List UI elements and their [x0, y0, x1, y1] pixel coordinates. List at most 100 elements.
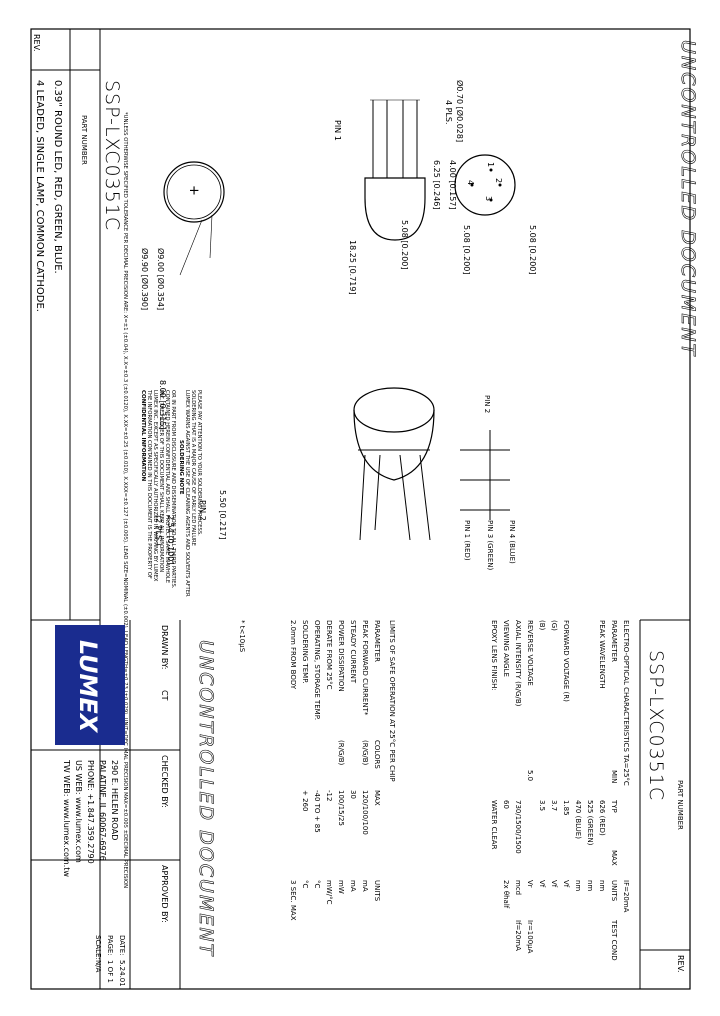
limits-cell-2-2: 100/15/25: [337, 790, 345, 826]
electro-cell-6-5: Ir=100μA: [526, 920, 534, 954]
schematic-pin-1: PIN 1 (RED): [463, 520, 471, 561]
electro-cell-6-4: Vr: [526, 880, 534, 888]
electro-cell-2-4: nm: [574, 880, 582, 891]
limits-cell-6-0: 2.0mm FROM BODY: [289, 620, 297, 690]
electro-cell-9-0: EPOXY LENS FINISH:: [490, 620, 498, 691]
limits-cell-6-3: 3 SEC. MAX: [289, 880, 297, 921]
electro-cell-5-4: Vf: [538, 880, 546, 888]
dim-5-50: 5.50 [0.217]: [218, 490, 227, 540]
limits-header-0: PARAMETER: [373, 620, 381, 662]
limits-title: LIMITS OF SAFE OPERATION AT 25°C PER CHI…: [388, 620, 396, 782]
isometric-led-drawing: 8.00 [0.315] 2.54 [0.100] (2 PLS.) PIN 2…: [154, 380, 435, 565]
dim-5-08-side: 5.08 [0.200]: [400, 220, 409, 270]
description-line-1: 0.39" ROUND LED, RED, GREEN, BLUE.: [52, 80, 63, 274]
address-line-4: US WEB: www.lumex.com: [74, 760, 83, 863]
electro-rows: PARAMETER MIN TYP MAX UNITS TEST COND PEAK WAV…: [490, 620, 618, 961]
limits-cell-4-2: -40 TO + 85: [313, 790, 321, 833]
limits-cell-2-3: mW: [337, 880, 345, 894]
dim-lead-diameter: Ø0.70 [Ø0.028]: [455, 80, 465, 142]
electro-header-0: PARAMETER: [610, 620, 618, 662]
sheet-border: [30, 28, 691, 990]
electro-condition: IF=20mA: [622, 880, 630, 913]
right-part-block: PART NUMBER SSP-LXC0351C REV.: [639, 619, 690, 989]
electro-cell-6-1: 5.0: [526, 770, 534, 781]
pin-1-label: PIN 1: [333, 120, 342, 141]
electro-cell-9-2: WATER CLEAR: [490, 800, 498, 850]
scale-value: N/A: [94, 960, 102, 973]
address-line-2: PALATINE, IL 60067-6976: [98, 760, 107, 861]
pin-number-4: 4: [466, 180, 475, 185]
electro-cell-8-0: VIEWING ANGLE: [502, 620, 510, 677]
electro-cell-4-4: Vf: [550, 880, 558, 888]
limits-cell-3-0: DERATE FROM 25°C: [325, 620, 333, 690]
limits-cell-3-3: mW/°C: [325, 880, 333, 905]
dim-lead-count: 4 PLS.: [444, 100, 453, 125]
address-line-1: 290 E. HELEN ROAD: [110, 760, 119, 840]
electro-cell-4-2: 3.7: [550, 800, 558, 811]
limits-cell-5-3: °C: [301, 880, 309, 889]
scale-label: SCALE:: [94, 935, 102, 960]
soldering-title: SOLDERING NOTE: [178, 440, 184, 495]
limits-cell-3-2: -12: [325, 790, 333, 801]
limits-cell-4-0: OPERATING, STORAGE TEMP.: [313, 620, 321, 720]
dim-18-25: 18.25 [0.719]: [348, 240, 357, 295]
electro-header-3: MAX: [610, 850, 618, 866]
soldering-line-2: SOLDERING THAT IS A MAJOR CAUSE OF EARLY…: [190, 390, 196, 546]
schematic-pin-3: PIN 3 (GREEN): [486, 520, 494, 571]
limits-cell-5-0: SOLDERING TEMP.: [301, 620, 309, 684]
right-rev-label: REV.: [676, 955, 685, 973]
confidential-line-3: INC. THE HOLDER OF THIS DOCUMENT SHALL K…: [158, 390, 164, 572]
soldering-line-1: LUMEX WARNS AGAINST THE USE OF CLEANING …: [184, 390, 190, 597]
dim-8-00: 8.00 [0.315]: [158, 380, 167, 430]
description-line-2: 4 LEADED, SINGLE LAMP, COMMON CATHODE.: [34, 80, 45, 312]
logo-text: LUMEX: [74, 640, 102, 734]
confidential-line-2: LUMEX INC. EXCEPT AS SPECIFICALLY AUTHOR…: [152, 390, 158, 582]
confidential-title: CONFIDENTIAL INFORMATION: [140, 390, 146, 482]
limits-header-1: COLORS: [373, 740, 381, 769]
electro-cell-4-0: (G): [550, 620, 558, 631]
page-value: 1 OF 1: [106, 960, 114, 983]
limits-cell-1-2: 30: [349, 790, 357, 799]
pin-number-2: 2: [494, 178, 503, 183]
right-part-number: SSP-LXC0351C: [645, 650, 667, 801]
page-label: PAGE:: [106, 935, 114, 956]
bottom-view-drawing: 1 2 3 4 Ø0.70 [Ø0.028] 4 PLS. 5.08 [0.20…: [444, 80, 537, 275]
limits-cell-0-3: mA: [361, 880, 369, 892]
left-part-number-label: PART NUMBER: [80, 115, 88, 165]
part-description-block: REV. PART NUMBER SSP-LXC0351C 0.39" ROUN…: [31, 29, 123, 989]
limits-cell-4-3: °C: [313, 880, 321, 889]
dim-outer-diameter: Ø9.90 [Ø0.390]: [140, 248, 150, 310]
dim-5-08-a: 5.08 [0.200]: [528, 225, 537, 275]
limits-cell-0-1: (R/G/B): [361, 740, 369, 766]
confidential-line-4: CONTAINED HEREIN CONFIDENTIAL AND SHALL …: [164, 390, 170, 583]
electro-cell-8-4: 2x θhalf: [502, 880, 510, 909]
electro-cell-0-0: PEAK WAVELENGTH: [598, 620, 606, 689]
electro-header-1: MIN: [610, 770, 618, 783]
electro-cell-6-0: REVERSE VOLTAGE: [526, 620, 534, 686]
side-view-drawing: 6.25 [0.246] 4.00 [0.157] 18.25 [0.719] …: [333, 99, 457, 295]
schematic-pin-2: PIN 2: [483, 395, 491, 413]
address-line-3: PHONE: +1.847.359.2790: [86, 760, 95, 864]
limits-table: LIMITS OF SAFE OPERATION AT 25°C PER CHI…: [238, 620, 396, 921]
svg-text:+: +: [186, 185, 201, 196]
electro-optical-table: ELECTRO-OPTICAL CHARACTERISTICS TA=25°C …: [490, 620, 630, 961]
left-rev-label: REV.: [32, 34, 41, 52]
dim-inner-diameter: Ø9.00 [Ø0.354]: [156, 248, 166, 310]
title-block: LUMEX 290 E. HELEN ROAD PALATINE, IL 600…: [31, 620, 181, 989]
pin-2-label-iso: PIN 2: [198, 500, 207, 521]
limits-cell-2-1: (R/G/B): [337, 740, 345, 766]
electro-header-5: TEST COND: [610, 919, 618, 961]
soldering-line-3: PLEASE PAY ATTENTION TO YOUR SOLDERING P…: [196, 390, 202, 536]
electro-header-4: UNITS: [610, 880, 618, 902]
watermark-left: UNCONTROLLED DOCUMENT: [677, 40, 699, 357]
electro-cell-2-2: 470 (BLUE): [574, 800, 582, 839]
electro-cell-1-2: 525 (GREEN): [586, 800, 594, 846]
electro-cell-3-4: Vf: [562, 880, 570, 888]
limits-cell-0-2: 120/100/100: [361, 790, 369, 835]
electro-header-2: TYP: [610, 799, 618, 813]
electro-cell-3-0: FORWARD VOLTAGE (R): [562, 620, 570, 702]
confidential-notice: CONFIDENTIAL INFORMATION THE INFORMATION…: [140, 389, 202, 597]
right-part-number-label: PART NUMBER: [676, 780, 684, 830]
